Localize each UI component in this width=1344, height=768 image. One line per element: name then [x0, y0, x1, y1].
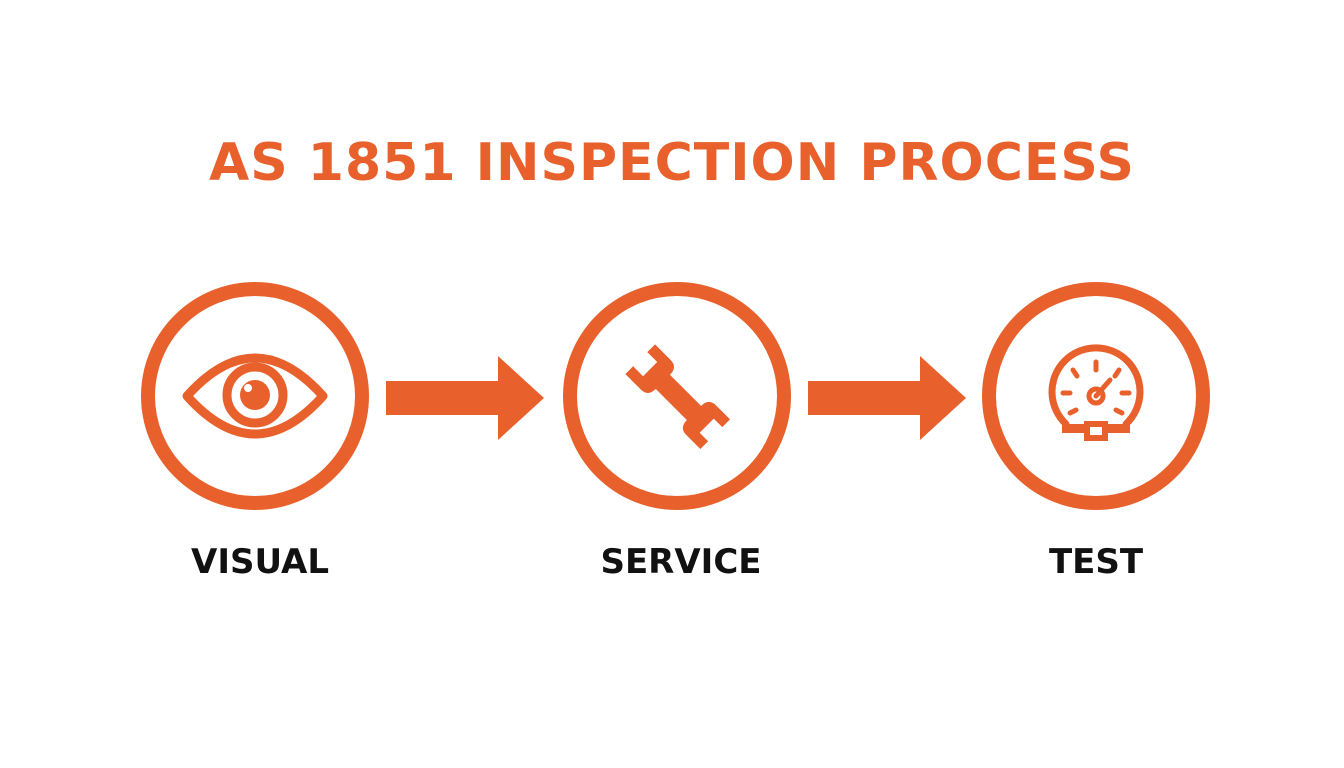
step-label-service: SERVICE [600, 542, 762, 582]
wrench-icon [563, 282, 791, 510]
step-test [978, 278, 1214, 514]
step-visual [137, 278, 373, 514]
step-label-test: TEST [1048, 542, 1144, 582]
diagram-title: AS 1851 INSPECTION PROCESS [209, 133, 1135, 193]
eye-icon [141, 282, 369, 510]
step-service [559, 278, 795, 514]
arrow-right-icon [808, 356, 966, 440]
gauge-icon [982, 282, 1210, 510]
arrow-right-icon [386, 356, 544, 440]
step-label-visual: VISUAL [191, 542, 329, 582]
